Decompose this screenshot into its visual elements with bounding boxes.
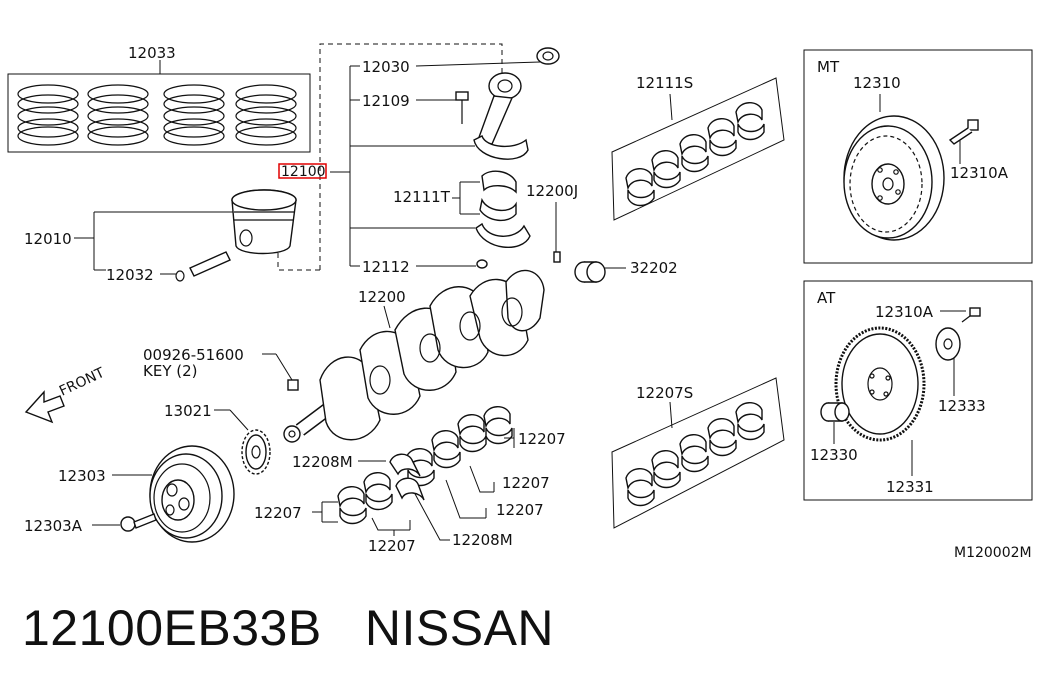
key-part-label: 00926-51600 xyxy=(143,346,244,364)
con-rod-assy-label: 12100 xyxy=(281,164,326,180)
con-rod-bearing-set-box xyxy=(611,77,785,221)
pilot-bushing xyxy=(574,261,606,283)
mt-group: MT 12310 12310A xyxy=(803,49,1033,264)
main-bearing-set-label: 12207S xyxy=(636,384,693,402)
thrust-washer-b xyxy=(395,477,425,501)
piston-pin xyxy=(175,251,231,282)
rings-label: 12033 xyxy=(128,44,176,62)
crankshaft xyxy=(283,269,545,443)
pilot-bushing-label: 32202 xyxy=(630,259,678,277)
highlight-box xyxy=(278,163,327,179)
pulley-label: 12303 xyxy=(58,467,106,485)
mt-title: MT xyxy=(817,58,840,76)
at-title: AT xyxy=(817,289,836,307)
bearing-shells-a xyxy=(625,102,765,207)
con-rod-bolt-label: 12109 xyxy=(362,92,410,110)
pulley-bolt xyxy=(120,513,157,532)
thrust-washer-b-label: 12208M xyxy=(452,531,513,549)
at-drive-plate-label: 12331 xyxy=(886,478,934,496)
key-group: 00926-51600 KEY (2) xyxy=(143,346,299,391)
thrust-washer-a-label: 12208M xyxy=(292,453,353,471)
main-bearing-c-label: 12207 xyxy=(496,501,544,519)
at-plate-label: 12333 xyxy=(938,397,986,415)
piston-pin-label: 12032 xyxy=(106,266,154,284)
bearing-shells-b xyxy=(625,402,765,507)
at-box xyxy=(803,280,1033,501)
con-rod-nut-label: 12112 xyxy=(362,258,410,276)
con-rod-bearing-set: 12111S xyxy=(611,74,785,221)
front-arrow-icon xyxy=(24,390,65,424)
mt-flywheel-bolt xyxy=(948,119,979,145)
con-rod-bearing-set-label: 12111S xyxy=(636,74,693,92)
rings-box xyxy=(7,73,311,153)
sprocket-label: 13021 xyxy=(164,402,212,420)
front-label: FRONT xyxy=(57,365,108,400)
piston-group: 12010 12032 xyxy=(24,189,297,284)
con-rod-bushing xyxy=(536,47,560,65)
con-rod-bearing-top-label: 12111T xyxy=(393,188,451,206)
con-rod-bolt xyxy=(455,91,469,124)
thrust-washer-a xyxy=(389,453,421,477)
crank-sprocket xyxy=(241,429,271,475)
at-bolt xyxy=(961,307,981,323)
sprocket-group: 13021 xyxy=(164,402,271,475)
parts-diagram: 12033 xyxy=(7,43,1033,561)
piston xyxy=(231,189,297,255)
mt-flywheel-label: 12310 xyxy=(853,74,901,92)
main-bearing-a-label: 12207 xyxy=(518,430,566,448)
at-bolt-label: 12310A xyxy=(875,303,934,321)
part-number-caption: 12100EB33B NISSAN xyxy=(22,600,555,656)
connecting-rod xyxy=(473,72,531,269)
con-rod-group: 12030 12109 12100 12111T 12112 xyxy=(277,43,560,276)
crank-pulley xyxy=(149,445,235,543)
main-bearing-shells-lower xyxy=(337,472,393,525)
pulley-group: 12303 12303A xyxy=(24,445,235,543)
woodruff-key xyxy=(287,379,299,391)
crankshaft-label: 12200 xyxy=(358,288,406,306)
ring-set-3 xyxy=(163,84,225,146)
at-group: AT 12310A 12333 12330 1233 xyxy=(803,280,1033,501)
ring-set-4 xyxy=(235,84,297,146)
at-drive-plate xyxy=(834,326,926,442)
at-reinforcement-plate xyxy=(935,327,961,361)
mt-flywheel xyxy=(843,115,945,241)
main-bearing-d-label: 12207 xyxy=(254,504,302,522)
mt-box xyxy=(803,49,1033,264)
piston-assy-label: 12010 xyxy=(24,230,72,248)
piston-rings-group: 12033 xyxy=(7,44,311,153)
main-bearing-b-label: 12207 xyxy=(502,474,550,492)
pilot-bushing-group: 12200J 32202 xyxy=(526,182,678,283)
mt-bolt-label: 12310A xyxy=(950,164,1009,182)
at-spacer-label: 12330 xyxy=(810,446,858,464)
at-spacer xyxy=(820,402,850,422)
main-bearing-set: 12207S xyxy=(611,377,785,529)
pulley-bolt-label: 12303A xyxy=(24,517,83,535)
key-desc-label: KEY (2) xyxy=(143,362,198,380)
ring-set-2 xyxy=(87,84,149,146)
crankshaft-group: 12200 xyxy=(283,269,545,443)
main-bearing-set-box xyxy=(611,377,785,529)
ring-set-1 xyxy=(17,84,79,146)
con-rod-bushing-label: 12030 xyxy=(362,58,410,76)
front-indicator: FRONT xyxy=(24,365,108,424)
main-bearing-shells-upper xyxy=(405,406,513,487)
pilot-bushing-hole-label: 12200J xyxy=(526,182,578,200)
figure-code: M120002M xyxy=(954,545,1032,561)
main-bearing-e-label: 12207 xyxy=(368,537,416,555)
main-bearings-group: 12207 12207 12207 12208M 12208M 12207 xyxy=(254,406,566,555)
